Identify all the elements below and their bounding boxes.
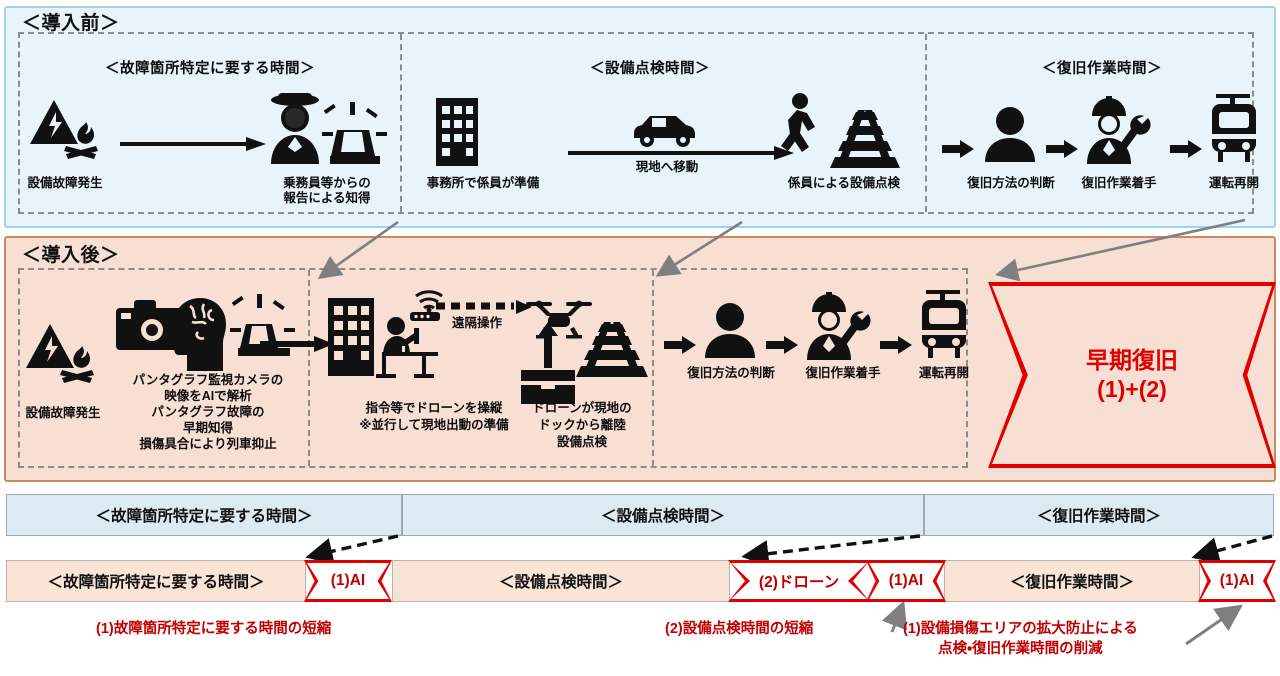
- timeline-before-bar-2: ＜設備点検時間＞: [402, 494, 924, 536]
- after-step-label-7: 運転再開: [918, 366, 969, 380]
- note-1: (1)故障箇所特定に要する時間の短縮: [96, 620, 331, 640]
- after-step2-l5: 損傷具合により列車抑止: [139, 437, 277, 451]
- office-building-icon: [428, 94, 486, 171]
- note-3: (1)設備損傷エリアの拡大防止による 点検・復旧作業時間の削減: [903, 620, 1138, 659]
- callout-line2: (1)+(2): [1097, 376, 1167, 402]
- timeline-after-bar-2: ＜設備点検時間＞: [392, 560, 730, 602]
- timeline-before-bar-3: ＜復旧作業時間＞: [924, 494, 1274, 536]
- note-2: (2)設備点検時間の短縮: [665, 620, 813, 640]
- timeline-tag-ai-1-label: (1)AI: [330, 572, 366, 589]
- before-phase-title-3: ＜復旧作業時間＞: [1042, 61, 1162, 77]
- building-operator-icon: [326, 290, 456, 393]
- after-arrow-3: [766, 336, 800, 359]
- before-phase-title-1: ＜故障箇所特定に要する時間＞: [105, 61, 315, 77]
- after-arrow-1: [260, 336, 334, 357]
- after-step-label-5: 復旧方法の判断: [687, 366, 775, 380]
- after-divider-1: [308, 270, 310, 466]
- timeline-after-bar-1: ＜故障箇所特定に要する時間＞: [6, 560, 306, 602]
- after-hazard-fire-icon: [22, 320, 100, 391]
- remote-control-label: 遠隔操作: [451, 316, 502, 330]
- after-train-icon: [916, 290, 972, 365]
- before-step2-line1: 乗務員等からの: [283, 176, 371, 190]
- after-arrow-2: [664, 336, 698, 359]
- before-arrow-2: [568, 145, 796, 166]
- after-step-label-3: 指令等でドローンを操縦 ※並行して現地出動の準備: [320, 400, 548, 434]
- timeline-tag-drone-label: (2)ドローン: [758, 574, 840, 591]
- after-step2-l3: パンタグラフ故障の: [151, 405, 265, 419]
- before-arrow-1: [120, 136, 268, 157]
- before-move-label: 現地へ移動: [635, 160, 699, 174]
- timeline-tag-ai-3: (1)AI: [1198, 560, 1276, 602]
- train-icon: [1206, 94, 1262, 169]
- after-dashed-frame: [18, 268, 968, 468]
- after-repair-worker-icon: [802, 292, 876, 365]
- before-divider-2: [925, 34, 927, 212]
- early-recovery-callout: 早期復旧 (1)+(2): [988, 282, 1276, 468]
- before-arrow-4: [1046, 140, 1080, 163]
- after-arrow-4: [880, 336, 914, 359]
- repair-worker-icon: [1082, 96, 1156, 169]
- after-step2-l1: パンタグラフ監視カメラの: [132, 373, 284, 387]
- before-step-label-8: 運転再開: [1208, 176, 1259, 190]
- after-step-label-2: パンタグラフ監視カメラの 映像をAIで解析 パンタグラフ故障の 早期知得 損傷具…: [112, 372, 304, 452]
- after-step-label-4: ドローンが現地の ドックから離陸 設備点検: [512, 400, 652, 451]
- before-step-label-2: 乗務員等からの 報告による知得: [262, 176, 392, 207]
- before-step-label-7: 復旧作業着手: [1081, 176, 1157, 190]
- after-step2-l4: 早期知得: [182, 421, 233, 435]
- note-3-line2: 点検・復旧作業時間の削減: [938, 640, 1103, 657]
- after-person-icon: [702, 300, 758, 363]
- timeline-before-bar-1: ＜故障箇所特定に要する時間＞: [6, 494, 402, 536]
- before-step-label-6: 復旧方法の判断: [967, 176, 1055, 190]
- timeline-tag-drone: (2)ドローン: [728, 560, 870, 602]
- before-phase-title-2: ＜設備点検時間＞: [590, 61, 710, 77]
- worker-rail-icon: [772, 92, 902, 177]
- after-divider-2: [652, 270, 654, 466]
- before-step-label-1: 設備故障発生: [27, 176, 103, 190]
- panel-connectors: [317, 218, 1246, 282]
- note-1-line1: (1)故障箇所特定に要する時間の短縮: [96, 621, 332, 637]
- before-step2-line2: 報告による知得: [283, 191, 371, 206]
- timeline-tag-ai-2: (1)AI: [866, 560, 946, 602]
- before-panel: [4, 6, 1276, 228]
- car-icon: [630, 112, 700, 153]
- after-step3-l1: 指令等でドローンを操縦: [365, 401, 503, 415]
- before-step-label-3: 事務所で係員が準備: [426, 176, 540, 190]
- after-step4-l2: ドックから離陸: [538, 417, 626, 432]
- hazard-fire-icon: [26, 96, 104, 167]
- drone-dock-icon: [519, 368, 577, 411]
- drone-launch-arrow: [536, 322, 560, 373]
- before-arrow-3: [942, 140, 976, 163]
- after-rail-icon: [576, 320, 652, 393]
- timeline-mapping-arrows: [305, 534, 1273, 568]
- note-2-line1: (2)設備点検時間の短縮: [665, 621, 814, 637]
- note-3-line1: (1)設備損傷エリアの拡大防止による: [903, 621, 1138, 637]
- after-step2-l2: 映像をAIで解析: [164, 389, 252, 403]
- before-step-label-5: 係員による設備点検: [787, 176, 901, 190]
- timeline-after-bar-3: ＜復旧作業時間＞: [944, 560, 1200, 602]
- note-pointer-arrows: [881, 600, 1243, 646]
- camera-ai-alarm-icon: [112, 288, 298, 379]
- after-step-label-6: 復旧作業着手: [805, 366, 881, 380]
- person-icon: [982, 104, 1038, 167]
- after-step-label-1: 設備故障発生: [25, 406, 101, 420]
- after-step3-l2: ※並行して現地出動の準備: [359, 417, 509, 432]
- before-divider-1: [400, 34, 402, 212]
- crew-alarm-icon: [264, 92, 387, 173]
- timeline-tag-ai-3-label: (1)AI: [1219, 572, 1255, 589]
- before-heading: ＜導入前＞: [22, 13, 120, 34]
- timeline-tag-ai-2-label: (1)AI: [888, 572, 924, 589]
- callout-line1: 早期復旧: [1086, 346, 1178, 373]
- after-step4-l1: ドローンが現地の: [532, 401, 632, 415]
- after-step4-l3: 設備点検: [556, 434, 607, 449]
- after-heading: ＜導入後＞: [22, 245, 120, 266]
- before-arrow-5: [1170, 140, 1204, 163]
- timeline-tag-ai-1: (1)AI: [304, 560, 392, 602]
- remote-control-arrow: [436, 300, 536, 323]
